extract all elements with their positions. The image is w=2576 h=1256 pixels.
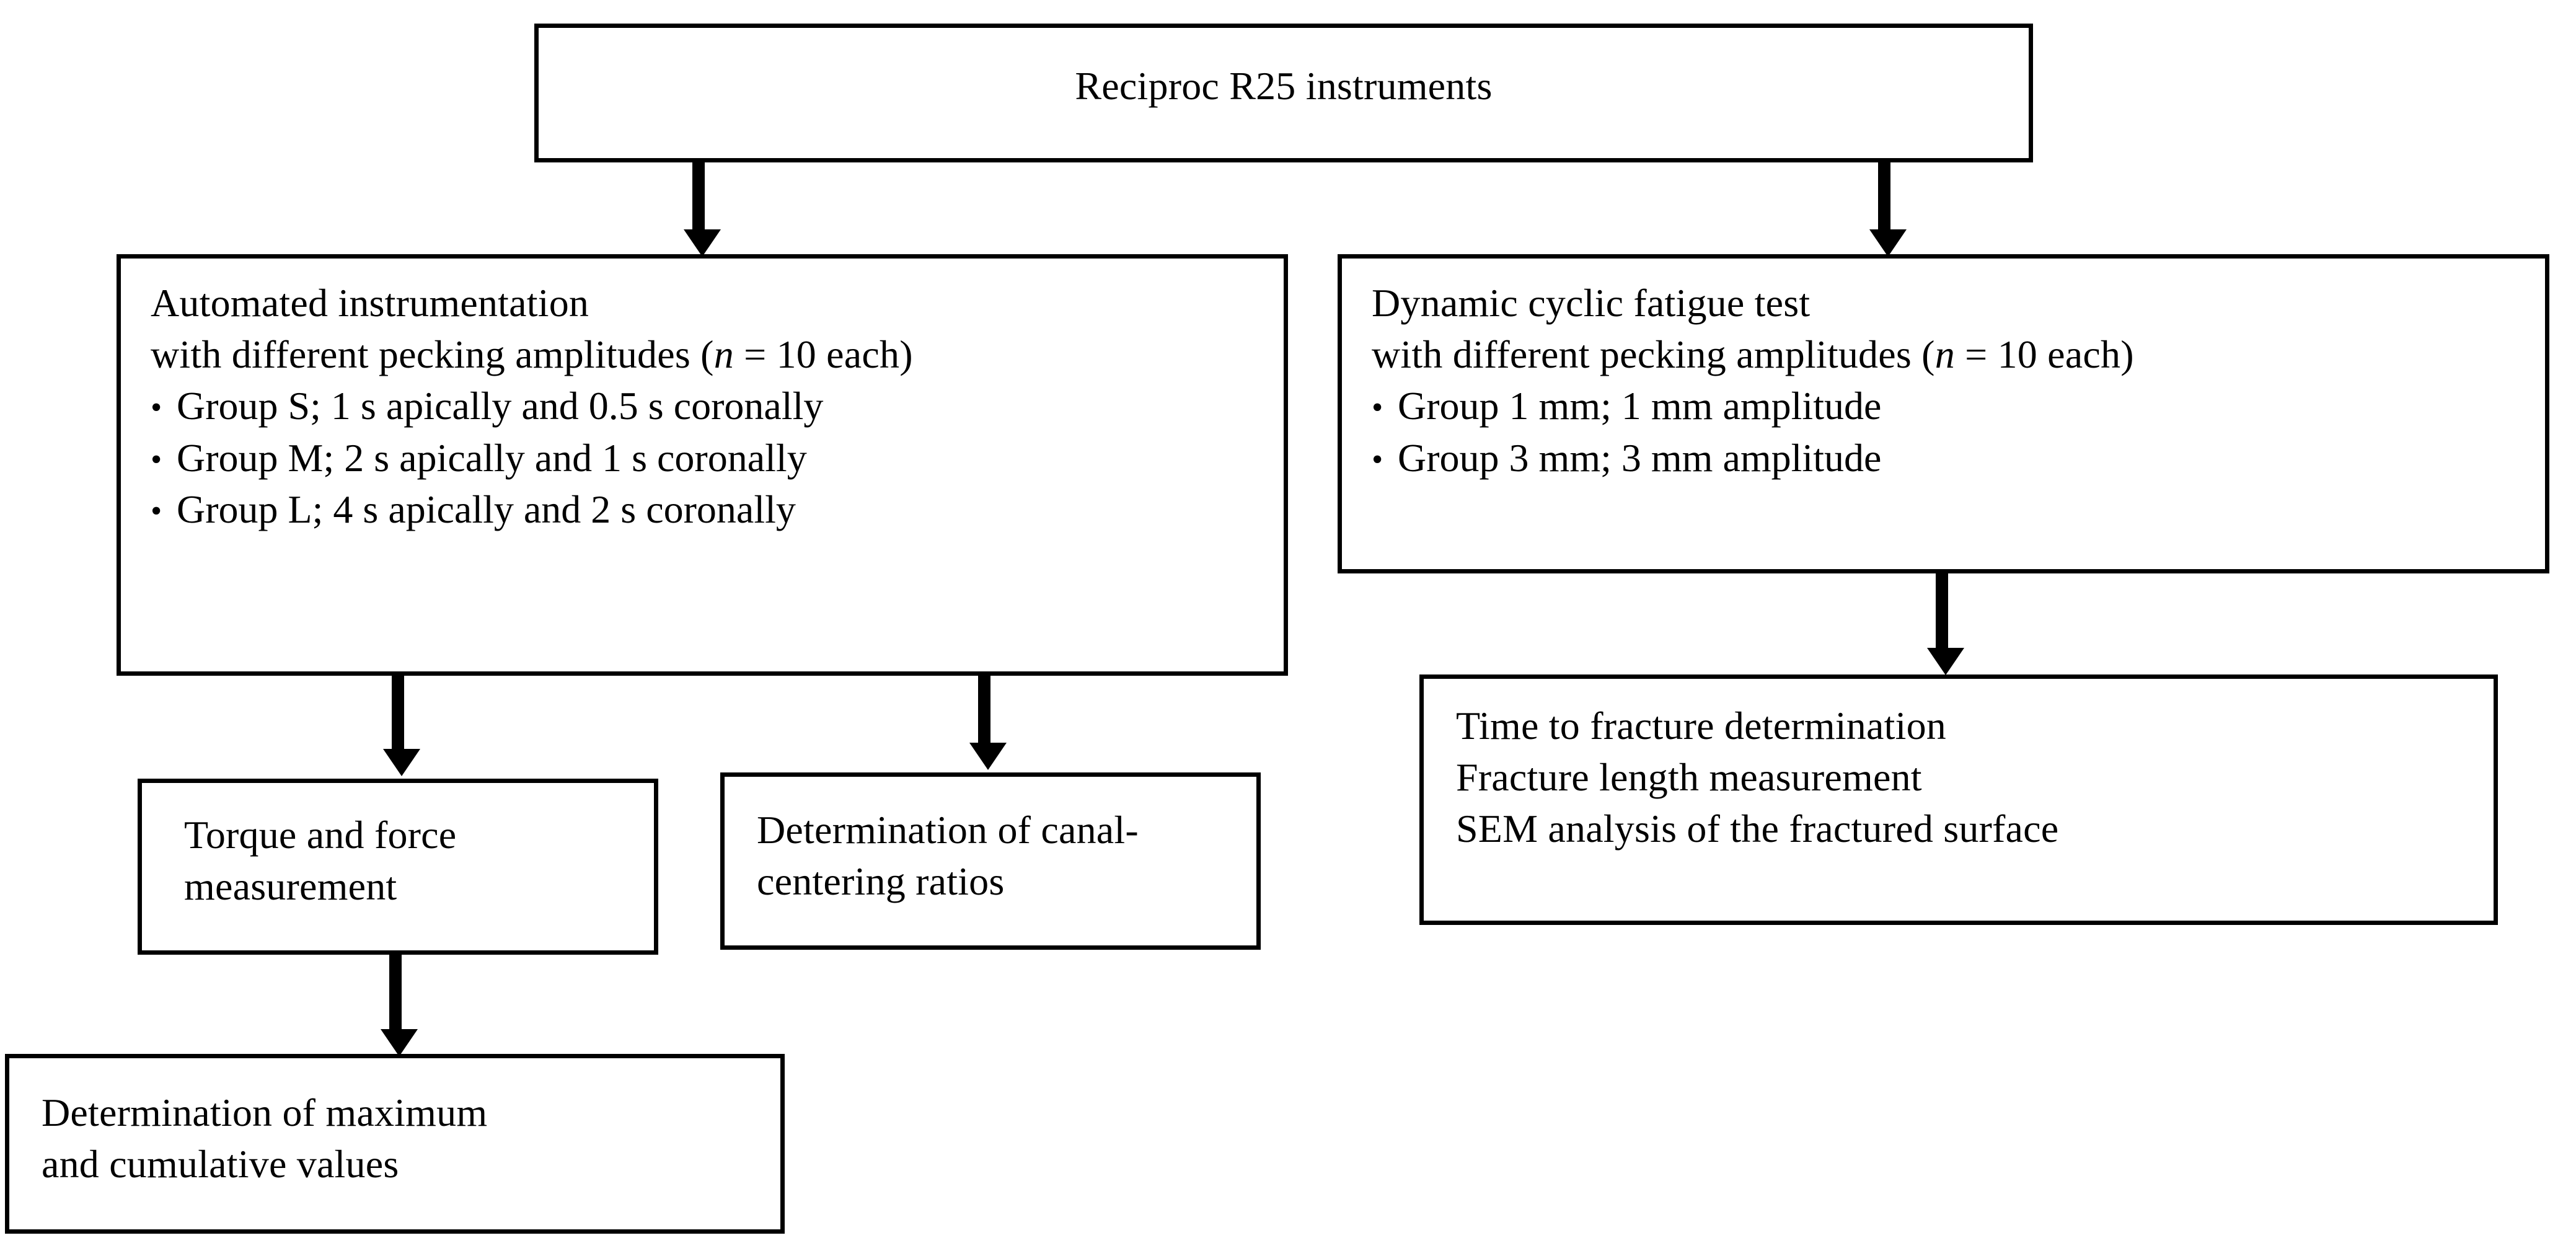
maxcum-line-1: Determination of maximum bbox=[42, 1090, 488, 1134]
fatigue-line-2: with different pecking amplitudes (n = 1… bbox=[1372, 329, 2533, 380]
node-body: Time to fracture determination Fracture … bbox=[1456, 700, 2484, 855]
automated-bullet-2-label: Group M; 2 s apically and 1 s coronally bbox=[177, 435, 807, 480]
fatigue-line-2-prefix: with different pecking amplitudes ( bbox=[1372, 332, 1935, 377]
bullet-icon: • bbox=[1372, 441, 1383, 477]
node-body: Reciproc R25 instruments bbox=[539, 60, 2029, 112]
node-body: Automated instrumentation with different… bbox=[151, 277, 1271, 535]
automated-bullet-3-label: Group L; 4 s apically and 2 s coronally bbox=[177, 487, 796, 531]
arrow-down-icon bbox=[1869, 229, 1907, 257]
fatigue-bullet-2-label: Group 3 mm; 3 mm amplitude bbox=[1398, 435, 1882, 480]
node-body: Determination of canal- centering ratios bbox=[757, 804, 1246, 907]
torque-line-2: measurement bbox=[184, 864, 397, 909]
connector-fatigue-to-fracture-stem bbox=[1936, 572, 1948, 652]
arrow-down-icon bbox=[969, 743, 1007, 770]
fatigue-sample-symbol: n bbox=[1934, 332, 1955, 377]
bullet-icon: • bbox=[151, 493, 162, 529]
fatigue-bullet-1-label: Group 1 mm; 1 mm amplitude bbox=[1398, 384, 1882, 428]
bullet-icon: • bbox=[151, 390, 162, 426]
torque-line-1: Torque and force bbox=[184, 813, 457, 857]
node-canal-centering-ratios: Determination of canal- centering ratios bbox=[720, 772, 1261, 950]
node-automated-instrumentation: Automated instrumentation with different… bbox=[117, 254, 1288, 676]
connector-automated-to-torque-stem bbox=[392, 673, 404, 753]
automated-line-2: with different pecking amplitudes (n = 1… bbox=[151, 329, 1271, 380]
fatigue-line-1: Dynamic cyclic fatigue test bbox=[1372, 281, 1811, 325]
connector-root-to-automated-stem bbox=[692, 160, 705, 233]
arrow-down-icon bbox=[1927, 648, 1964, 675]
node-dynamic-cyclic-fatigue-test: Dynamic cyclic fatigue test with differe… bbox=[1338, 254, 2549, 573]
node-reciproc-r25-instruments: Reciproc R25 instruments bbox=[534, 24, 2033, 162]
connector-root-to-fatigue-stem bbox=[1878, 160, 1890, 233]
automated-line-1: Automated instrumentation bbox=[151, 281, 589, 325]
automated-line-2-prefix: with different pecking amplitudes ( bbox=[151, 332, 714, 377]
connector-torque-to-maxcum-stem bbox=[389, 953, 402, 1033]
node-fracture-analysis: Time to fracture determination Fracture … bbox=[1419, 674, 2498, 925]
node-label-root: Reciproc R25 instruments bbox=[1075, 64, 1493, 108]
automated-bullet-1-label: Group S; 1 s apically and 0.5 s coronall… bbox=[177, 384, 824, 428]
node-torque-and-force-measurement: Torque and force measurement bbox=[138, 779, 658, 955]
node-body: Torque and force measurement bbox=[184, 809, 642, 912]
fracture-line-3: SEM analysis of the fractured surface bbox=[1456, 807, 2059, 851]
fracture-line-1: Time to fracture determination bbox=[1456, 704, 1946, 748]
connector-automated-to-centering-stem bbox=[978, 673, 990, 746]
node-body: Dynamic cyclic fatigue test with differe… bbox=[1372, 277, 2533, 484]
arrow-down-icon bbox=[383, 749, 420, 776]
fatigue-bullet-2: • Group 3 mm; 3 mm amplitude bbox=[1372, 432, 2533, 484]
bullet-icon: • bbox=[1372, 390, 1383, 426]
maxcum-line-2: and cumulative values bbox=[42, 1142, 399, 1187]
centering-line-1: Determination of canal- bbox=[757, 808, 1139, 852]
arrow-down-icon bbox=[684, 229, 721, 257]
automated-bullet-3: • Group L; 4 s apically and 2 s coronally bbox=[151, 484, 1271, 535]
bullet-icon: • bbox=[151, 441, 162, 477]
automated-bullet-2: • Group M; 2 s apically and 1 s coronally bbox=[151, 432, 1271, 484]
node-body: Determination of maximum and cumulative … bbox=[42, 1087, 770, 1190]
node-maximum-and-cumulative-values: Determination of maximum and cumulative … bbox=[5, 1054, 785, 1234]
fracture-line-2: Fracture length measurement bbox=[1456, 755, 1922, 800]
automated-sample-symbol: n bbox=[713, 332, 734, 377]
arrow-down-icon bbox=[381, 1029, 418, 1056]
automated-bullet-1: • Group S; 1 s apically and 0.5 s coronal… bbox=[151, 380, 1271, 431]
centering-line-2: centering ratios bbox=[757, 859, 1005, 904]
automated-line-2-suffix: = 10 each) bbox=[733, 332, 913, 377]
fatigue-bullet-1: • Group 1 mm; 1 mm amplitude bbox=[1372, 380, 2533, 431]
fatigue-line-2-suffix: = 10 each) bbox=[1954, 332, 2134, 377]
